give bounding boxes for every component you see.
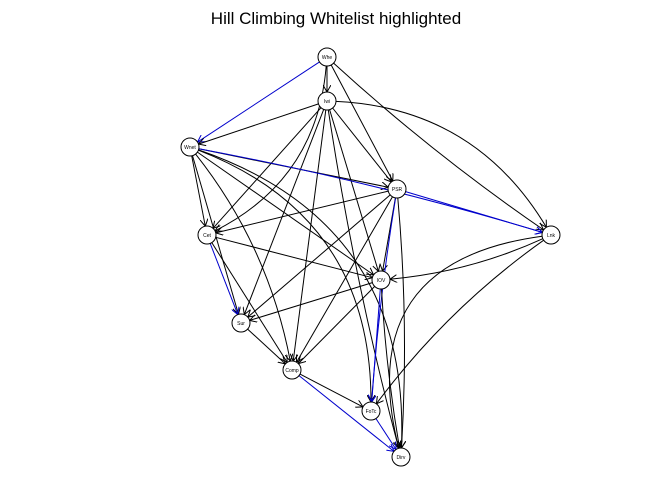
node-comp: Comp (282, 360, 302, 380)
edge-iwi-to-iov (329, 109, 379, 272)
node-iwi: Iwi (317, 91, 337, 111)
node-label: Comp (285, 368, 299, 374)
node-label: Cet (203, 233, 211, 239)
edge-whe-to-psr (330, 64, 393, 181)
edge-fotc-to-dirv-whitelist (375, 418, 396, 450)
node-fotc: FoTc (361, 401, 381, 421)
node-circle (197, 225, 217, 245)
edge-iwi-to-wnet (199, 103, 319, 144)
node-psr: PSR (387, 179, 407, 199)
edge-psr-to-fotc-whitelist (372, 197, 397, 402)
edge-sur-to-comp (247, 328, 286, 364)
node-circle (371, 270, 391, 290)
node-whe: Whe (317, 47, 337, 67)
edge-wnet-to-cet (191, 155, 206, 226)
node-iov: IOV (371, 270, 391, 290)
node-label: IOV (377, 278, 386, 284)
node-circle (317, 47, 337, 67)
node-dirv: Dirv (391, 447, 411, 467)
edge-iov-to-dirv (381, 288, 400, 448)
node-label: Iwi (324, 99, 330, 105)
edge-cet-to-comp (211, 242, 287, 363)
node-cet: Cet (197, 225, 217, 245)
edge-wnet-to-comp (195, 153, 291, 361)
edge-iov-to-sur (250, 282, 373, 321)
plot-title: Hill Climbing Whitelist highlighted (210, 9, 462, 28)
edge-iov-to-fotc-whitelist (372, 288, 381, 402)
edge-wnet-to-iov (197, 151, 373, 275)
edge-iwi-to-dirv (327, 109, 398, 448)
edge-psr-to-comp (297, 196, 393, 362)
node-circle (387, 179, 407, 199)
node-label: Dirv (397, 455, 406, 461)
node-label: Lnk (547, 233, 556, 239)
node-label: Wnet (184, 145, 196, 151)
edge-lnk-to-fotc (376, 239, 544, 404)
node-sur: Sur (231, 313, 251, 333)
node-label: Whe (322, 55, 333, 61)
edge-psr-to-sur (248, 194, 391, 317)
node-label: FoTc (366, 409, 377, 415)
edge-wnet-to-lnk-whitelist (198, 148, 543, 233)
node-label: Sur (237, 321, 245, 327)
edge-comp-to-dirv-whitelist (298, 375, 394, 452)
edge-cet-to-sur-whitelist (209, 243, 238, 314)
node-lnk: Lnk (541, 225, 561, 245)
edge-whe-to-wnet-whitelist (198, 61, 320, 142)
edge-cet-to-iov (215, 236, 373, 277)
edges-layer (191, 61, 547, 452)
edge-iwi-to-cet (213, 107, 322, 229)
edge-psr-to-lnk-whitelist (405, 191, 543, 233)
node-wnet: Wnet (180, 137, 200, 157)
edge-iwi-to-psr (332, 107, 392, 182)
edge-whe-to-lnk (333, 62, 544, 230)
node-circle (391, 447, 411, 467)
edge-psr-to-dirv (397, 197, 405, 448)
edge-iov-to-comp (298, 286, 376, 363)
node-circle (361, 401, 381, 421)
node-circle (231, 313, 251, 333)
edge-comp-to-fotc (299, 373, 363, 407)
node-circle (180, 137, 200, 157)
edge-lnk-to-dirv (388, 235, 543, 448)
edge-wnet-to-fotc (198, 149, 371, 402)
node-circle (317, 91, 337, 111)
edge-iwi-to-lnk (335, 100, 546, 227)
edge-iwi-to-comp (293, 109, 327, 361)
node-circle (541, 225, 561, 245)
edge-lnk-to-iov (390, 238, 544, 280)
node-label: PSR (392, 187, 403, 193)
edge-psr-to-cet (216, 190, 389, 233)
node-circle (282, 360, 302, 380)
